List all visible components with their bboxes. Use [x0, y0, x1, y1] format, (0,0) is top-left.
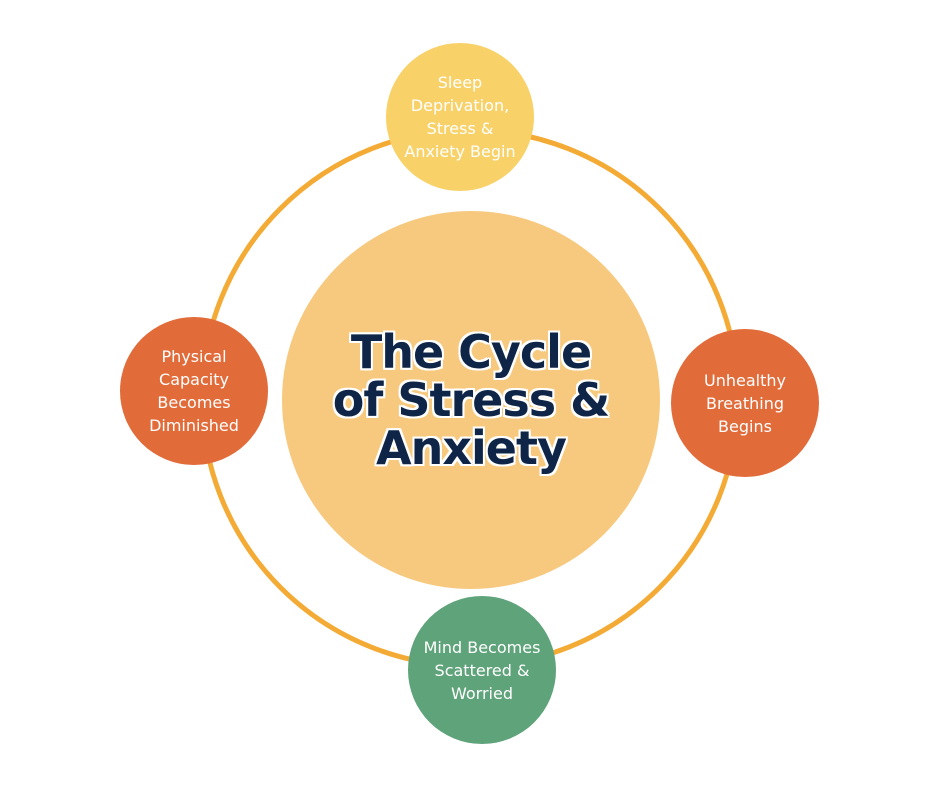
node-label-line: Scattered & [434, 660, 530, 680]
node-unhealthy-breathing: Unhealthy Breathing Begins [671, 329, 819, 477]
node-physical-capacity: Physical Capacity Becomes Diminished [120, 317, 268, 465]
title-line: The Cycle [350, 325, 592, 379]
node-label-line: Physical [161, 347, 227, 366]
node-label-line: Becomes [157, 393, 231, 412]
node-label-line: Deprivation, [410, 96, 510, 115]
node-label: Sleep Deprivation, Stress & Anxiety Begi… [404, 71, 515, 163]
node-label-line: Begins [718, 416, 772, 436]
node-label-line: Capacity [159, 370, 229, 389]
node-label-line: Worried [451, 683, 513, 703]
diagram-title: The Cycle of Stress & Anxiety [306, 328, 636, 472]
title-line: Anxiety [376, 421, 567, 475]
title-line: of Stress & [332, 373, 611, 427]
node-mind-scattered: Mind Becomes Scattered & Worried [408, 596, 556, 744]
center-circle: The Cycle of Stress & Anxiety [282, 211, 660, 589]
node-label-line: Stress & [426, 119, 494, 138]
node-label-line: Breathing [705, 393, 784, 413]
node-label: Physical Capacity Becomes Diminished [149, 345, 239, 437]
node-label-line: Anxiety Begin [404, 142, 516, 161]
node-label: Mind Becomes Scattered & Worried [424, 636, 541, 705]
node-label-line: Mind Becomes [423, 637, 541, 657]
node-label-line: Unhealthy [704, 370, 786, 390]
node-label-line: Sleep [437, 73, 483, 92]
node-label: Unhealthy Breathing Begins [704, 369, 786, 438]
node-sleep-deprivation: Sleep Deprivation, Stress & Anxiety Begi… [386, 43, 534, 191]
node-label-line: Diminished [149, 416, 239, 435]
